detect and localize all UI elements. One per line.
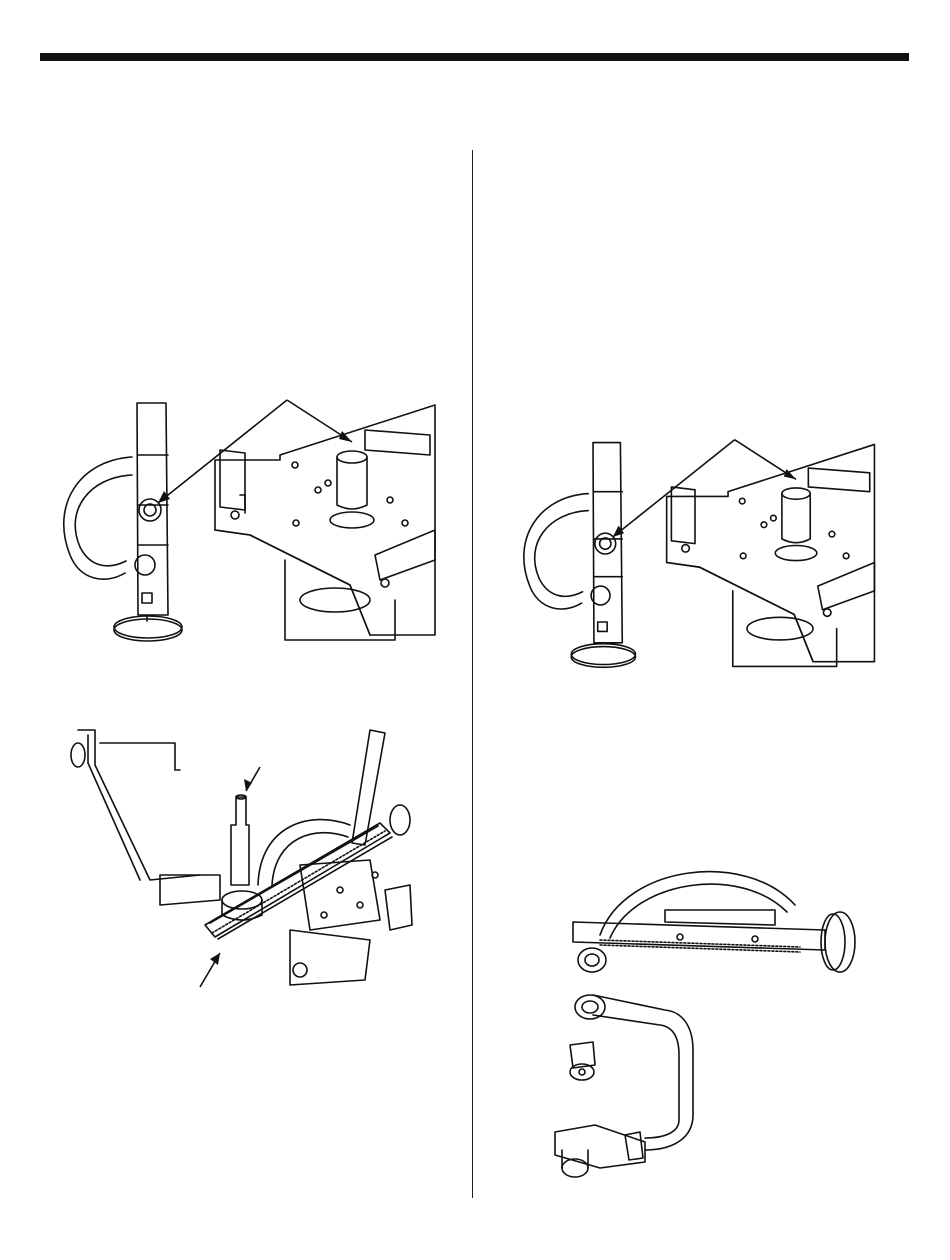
figure-lead-screw-assembly — [555, 850, 865, 1180]
figure-hose-plate-left — [50, 395, 440, 665]
figure-hose-plate-right — [505, 435, 885, 690]
column-divider — [472, 150, 473, 1198]
header-rule — [40, 53, 909, 61]
figure-lead-screw-wrench — [60, 725, 420, 990]
